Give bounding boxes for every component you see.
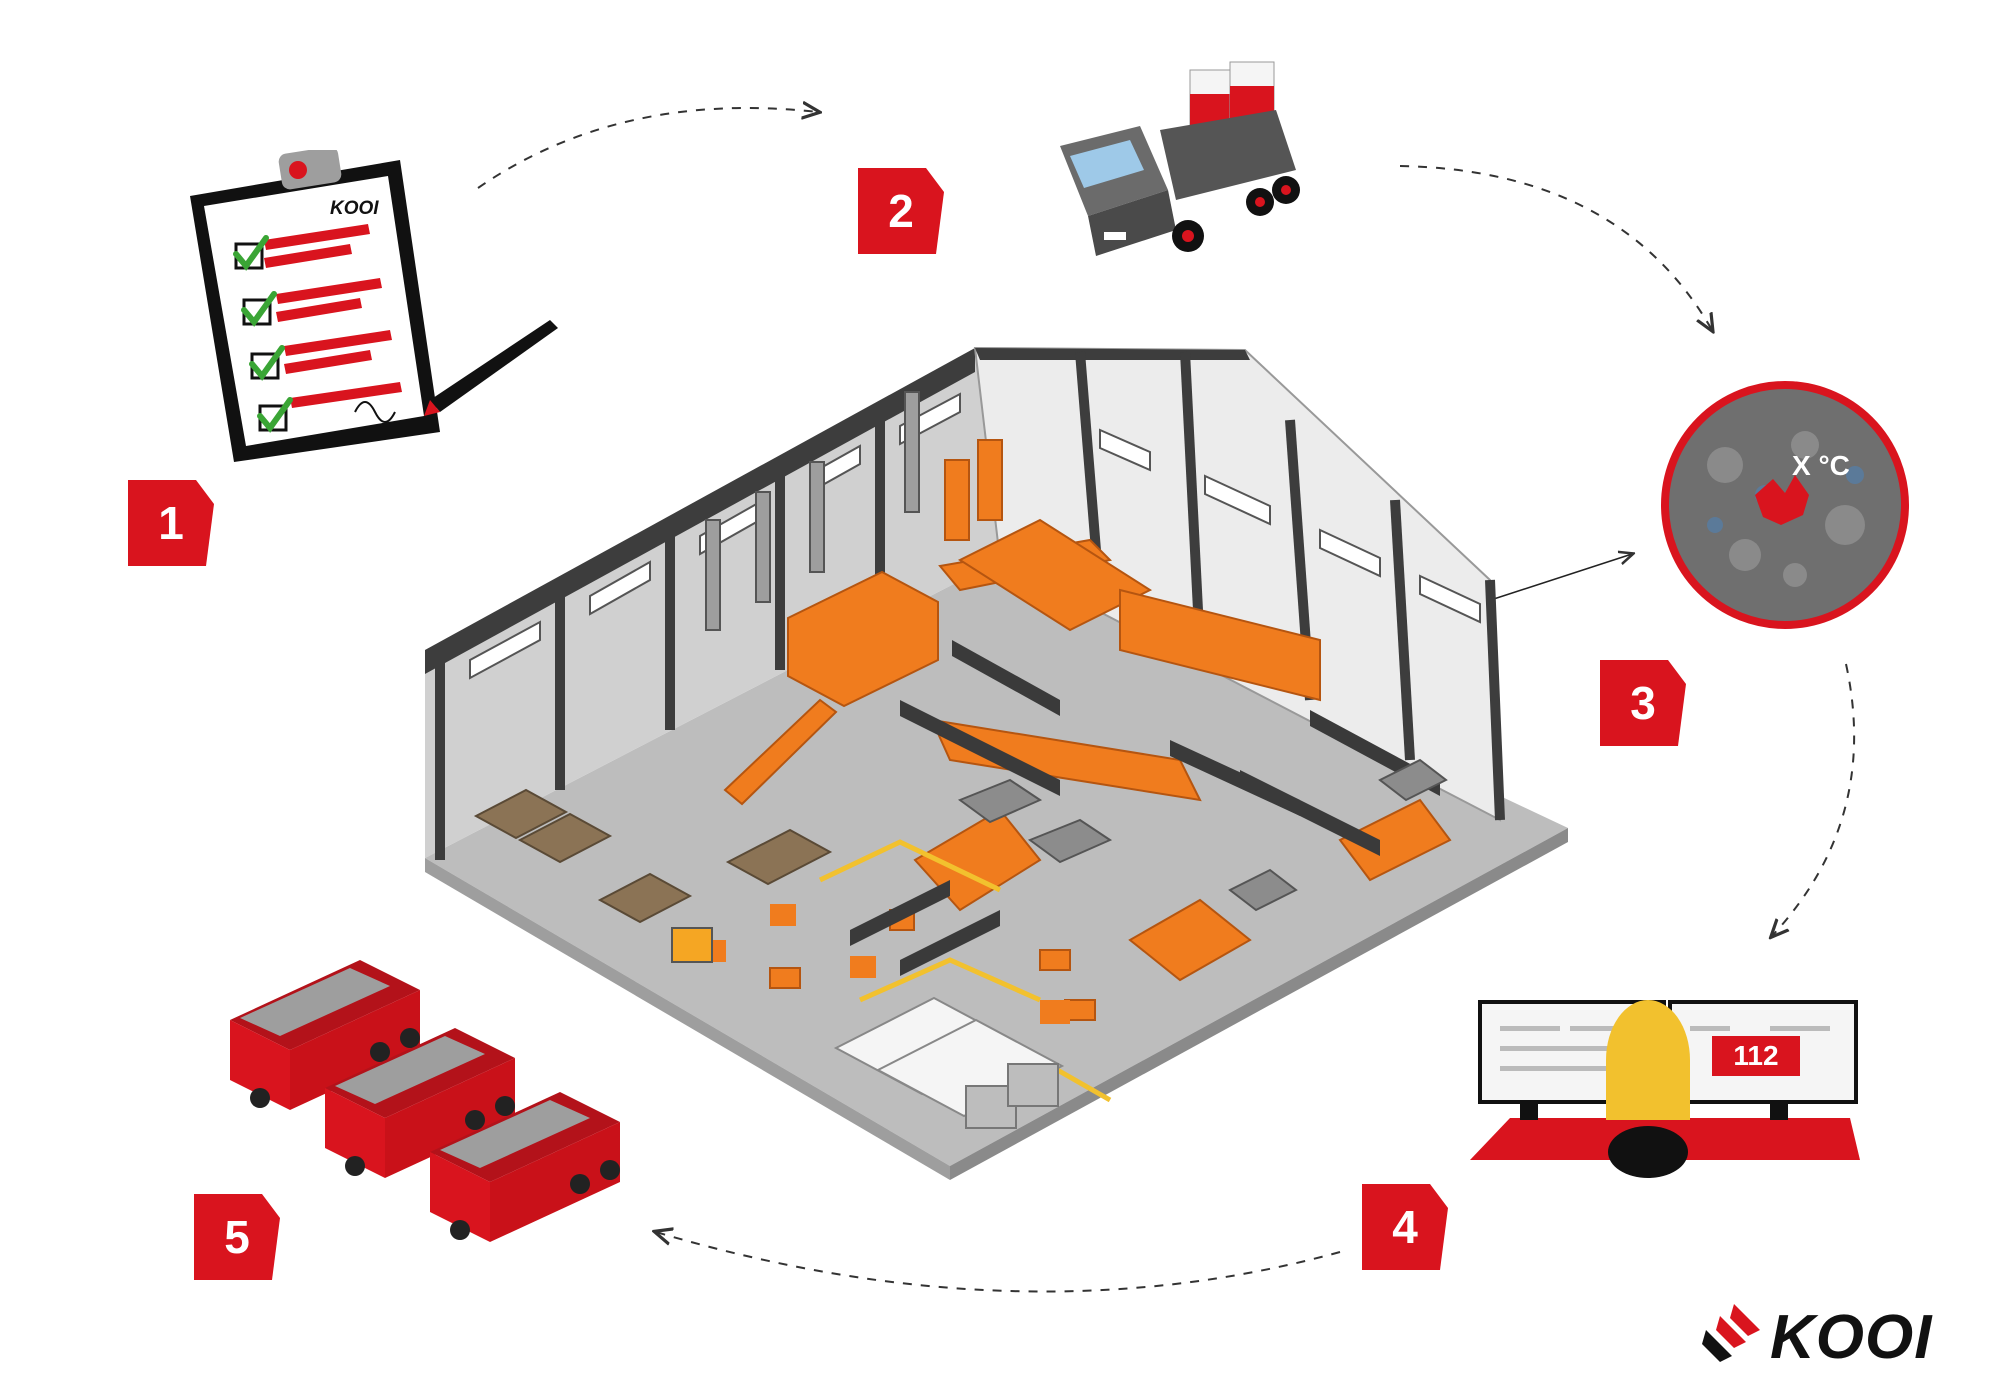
step-number: 2	[888, 185, 914, 237]
kooi-logo-mark-icon	[1702, 1304, 1760, 1362]
temperature-readout: X °C	[1792, 450, 1850, 481]
step-number: 4	[1392, 1201, 1418, 1253]
step-badge-1: 1	[128, 480, 214, 566]
arrow-4-to-5	[656, 1232, 1341, 1293]
arrow-2-to-3	[1399, 165, 1712, 330]
thermal-camera-icon	[1661, 381, 1909, 629]
delivery-truck-icon	[1060, 61, 1300, 256]
step-badge-4: 4	[1362, 1184, 1448, 1270]
kooi-logo-text: KOOI	[1770, 1303, 1933, 1372]
emergency-number-display: 112	[1712, 1036, 1800, 1076]
clipboard-checklist-icon	[190, 150, 558, 462]
fire-truck-icon	[230, 960, 620, 1242]
step-number: 1	[158, 497, 184, 549]
arrow-3-to-4	[1772, 663, 1856, 936]
step-number: 3	[1630, 677, 1656, 729]
step-badge-5: 5	[194, 1194, 280, 1280]
step-number: 5	[224, 1211, 250, 1263]
step-badge-2: 2	[858, 168, 944, 254]
kooi-logo: KOOI	[1700, 1296, 1960, 1376]
operator-monitor-icon	[1470, 1000, 1860, 1178]
step-badge-3: 3	[1600, 660, 1686, 746]
clipboard-brand-label: KOOI	[330, 198, 379, 219]
